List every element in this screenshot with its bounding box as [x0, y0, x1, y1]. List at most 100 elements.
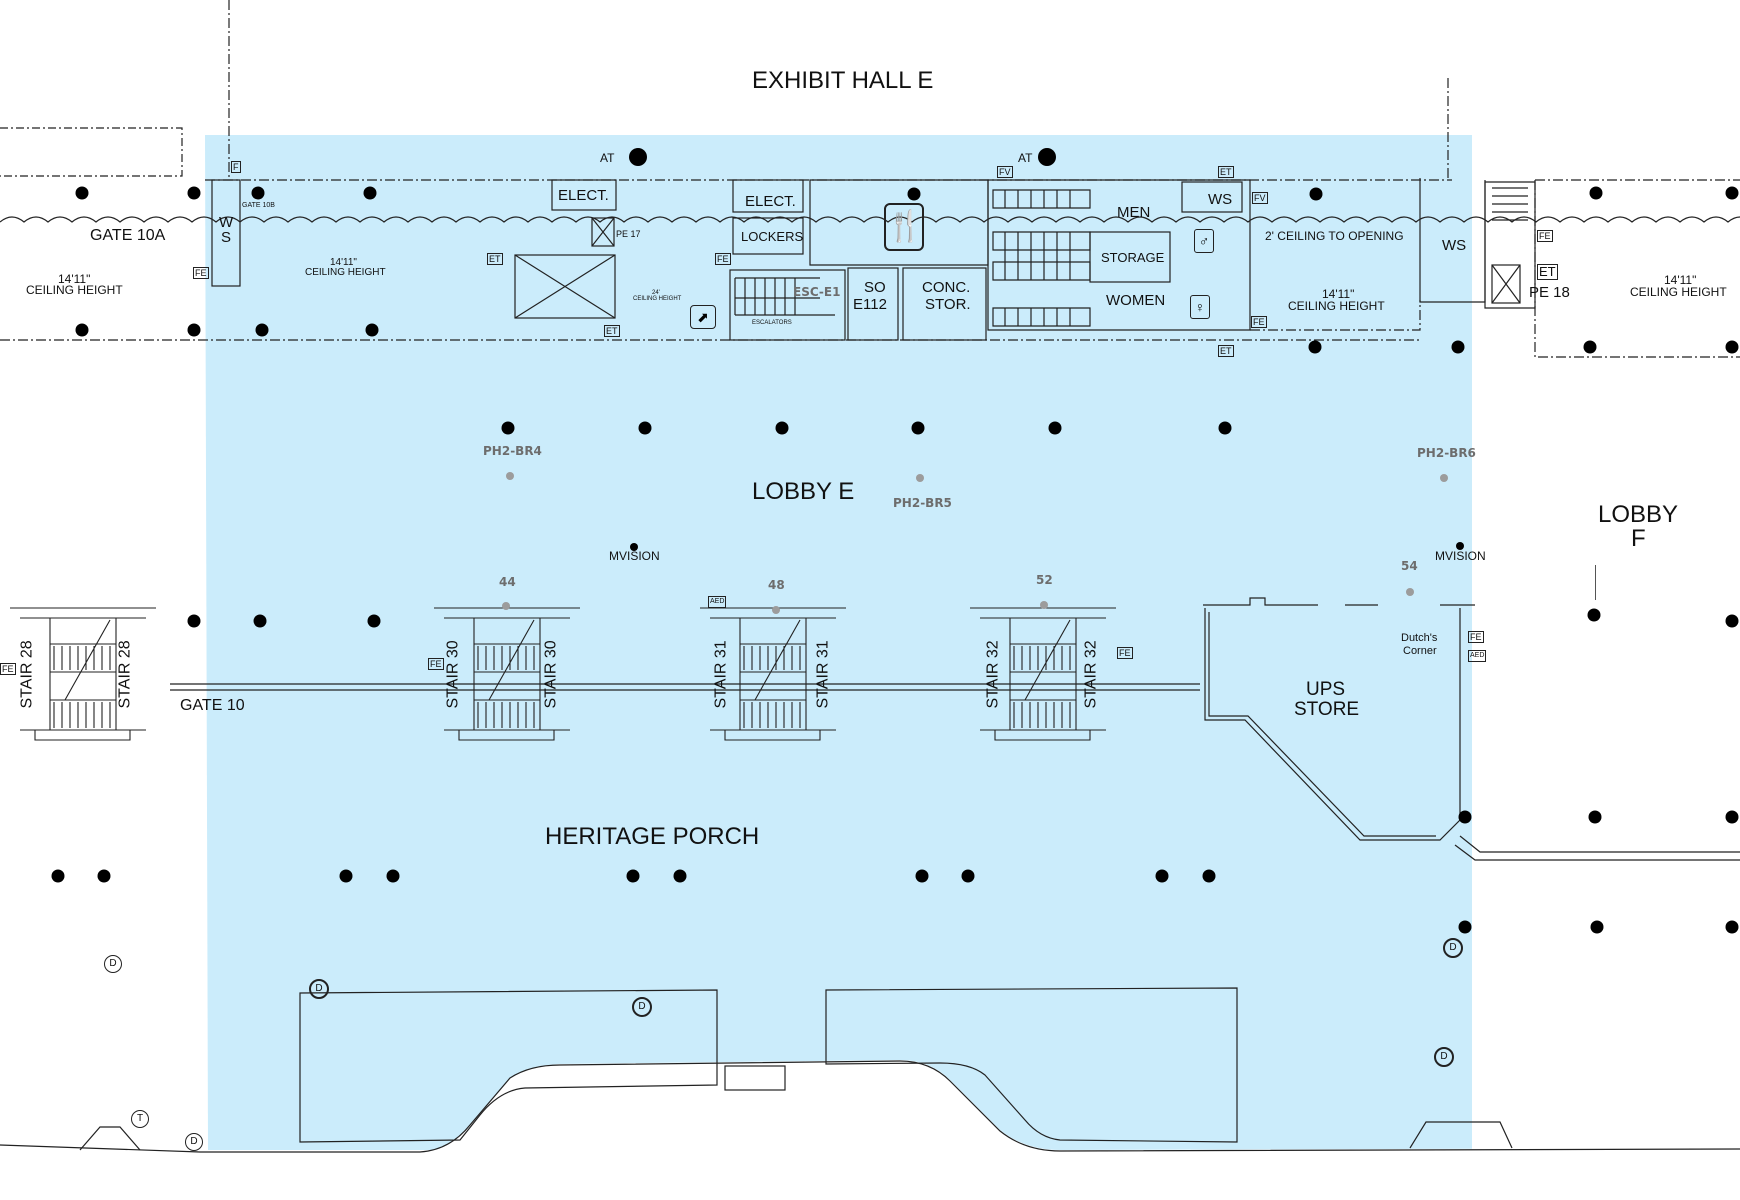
stair-pe18-block	[1484, 181, 1536, 309]
camera-icon	[1456, 542, 1464, 550]
column	[501, 421, 515, 435]
storage-label: STORAGE	[1101, 250, 1165, 265]
ws-room-top	[1181, 181, 1243, 213]
column	[363, 186, 377, 200]
stor-label: STOR.	[925, 296, 971, 313]
exhibit-hall-e-label: EXHIBIT HALL E	[752, 67, 934, 94]
drain-marker: D	[632, 997, 652, 1017]
column	[1725, 810, 1739, 824]
stairwell	[10, 607, 156, 741]
column	[1590, 920, 1604, 934]
beacon-dot	[506, 472, 514, 480]
fire-extinguisher-tag: FE	[715, 253, 731, 265]
ceiling-height-label-4: CEILING HEIGHT	[1630, 285, 1727, 299]
drain-marker: D	[104, 955, 122, 973]
esc-e1-label: ESC-E1	[793, 285, 841, 299]
column	[1309, 187, 1323, 201]
column	[253, 614, 267, 628]
ceiling-height-value-3: 14'11"	[1322, 287, 1355, 301]
door-line-top	[0, 216, 1740, 223]
gate-right-wall	[1454, 835, 1740, 861]
column	[367, 614, 381, 628]
heritage-porch-label: HERITAGE PORCH	[545, 823, 760, 850]
elect-room-1-label: ELECT.	[558, 187, 609, 204]
emergency-telephone-tag: ET	[1218, 345, 1234, 357]
ws-label-left-w: W	[219, 214, 234, 231]
column	[386, 869, 400, 883]
fire-extinguisher-tag: FE	[428, 658, 444, 670]
mvision-label-1: MVISION	[609, 549, 660, 563]
elect-room-1	[551, 179, 617, 211]
column	[187, 186, 201, 200]
aed-tag: AED	[708, 596, 727, 608]
fire-extinguisher-tag: FE	[0, 663, 16, 675]
column	[339, 869, 353, 883]
fire-valve-tag: FV	[1252, 192, 1268, 204]
ups-store-label-line1: UPS	[1306, 679, 1346, 700]
ceiling-height-value-4: 14'11"	[1664, 273, 1697, 287]
column	[75, 186, 89, 200]
marker-48-label: 48	[768, 578, 785, 592]
column	[365, 323, 379, 337]
emergency-telephone-tag: ET	[1537, 264, 1558, 280]
column	[1202, 869, 1216, 883]
drain-marker: D	[1443, 938, 1463, 958]
ceiling-opening-label: 2' CEILING TO OPENING	[1265, 229, 1404, 243]
elevator-pe17	[591, 217, 615, 247]
column	[251, 186, 265, 200]
beacon-ph2-br5-label: PH2-BR5	[893, 496, 952, 510]
men-restroom-icon: ♂	[1194, 229, 1214, 253]
pe17-label: PE 17	[616, 229, 641, 239]
gate-10b-label: GATE 10B	[242, 202, 275, 209]
escalator-block	[729, 269, 846, 341]
lockers-room	[732, 217, 804, 255]
column	[1218, 421, 1232, 435]
column	[1308, 340, 1322, 354]
escalator-icon: ⬈	[690, 305, 716, 329]
drain-marker: D	[309, 979, 329, 999]
beacon-dot	[1440, 474, 1448, 482]
stair-30-label-right: STAIR 30	[542, 640, 560, 709]
lobby-e-label: LOBBY E	[752, 478, 855, 505]
e112-label: E112	[853, 296, 887, 313]
elevator-pe18	[1491, 264, 1521, 304]
ceiling-height-value-esc: 24'	[652, 290, 660, 296]
right-ceiling-boundary	[1250, 300, 1421, 331]
ups-store-label-line2: STORE	[1294, 699, 1360, 720]
freight-elevator	[514, 254, 616, 319]
drain-marker: D	[185, 1133, 203, 1151]
fire-extinguisher-tag: FE	[1117, 647, 1133, 659]
camera-icon	[630, 543, 638, 551]
stair-28-label-left: STAIR 28	[18, 640, 36, 709]
marker-44-label: 44	[499, 575, 516, 589]
ws-room-left	[211, 179, 241, 287]
stair-32-label-right: STAIR 32	[1082, 640, 1100, 709]
so-label: SO	[864, 279, 886, 296]
column	[775, 421, 789, 435]
column	[1588, 810, 1602, 824]
so-e112-room	[847, 267, 899, 341]
dutchs-corner-label-line2: Corner	[1403, 645, 1437, 657]
column	[961, 869, 975, 883]
column	[1725, 186, 1739, 200]
column	[1038, 148, 1056, 166]
at-label-2: AT	[1018, 151, 1033, 165]
storage-room	[1089, 231, 1171, 283]
column	[638, 421, 652, 435]
column	[1725, 920, 1739, 934]
column	[1587, 608, 1601, 622]
column	[1583, 340, 1597, 354]
elect-room-2-label: ELECT.	[745, 193, 796, 210]
lobby-f-leader-line	[1595, 565, 1596, 600]
column	[1458, 810, 1472, 824]
ceiling-height-value-1: 14'11"	[58, 272, 91, 286]
column	[75, 323, 89, 337]
lobby-f-boundary	[1534, 179, 1740, 358]
column	[187, 614, 201, 628]
column	[1725, 340, 1739, 354]
outer-ground	[0, 1060, 1740, 1200]
women-restroom-icon: ♀	[1190, 295, 1210, 319]
ceiling-height-label-2: CEILING HEIGHT	[305, 267, 386, 278]
column	[629, 148, 647, 166]
